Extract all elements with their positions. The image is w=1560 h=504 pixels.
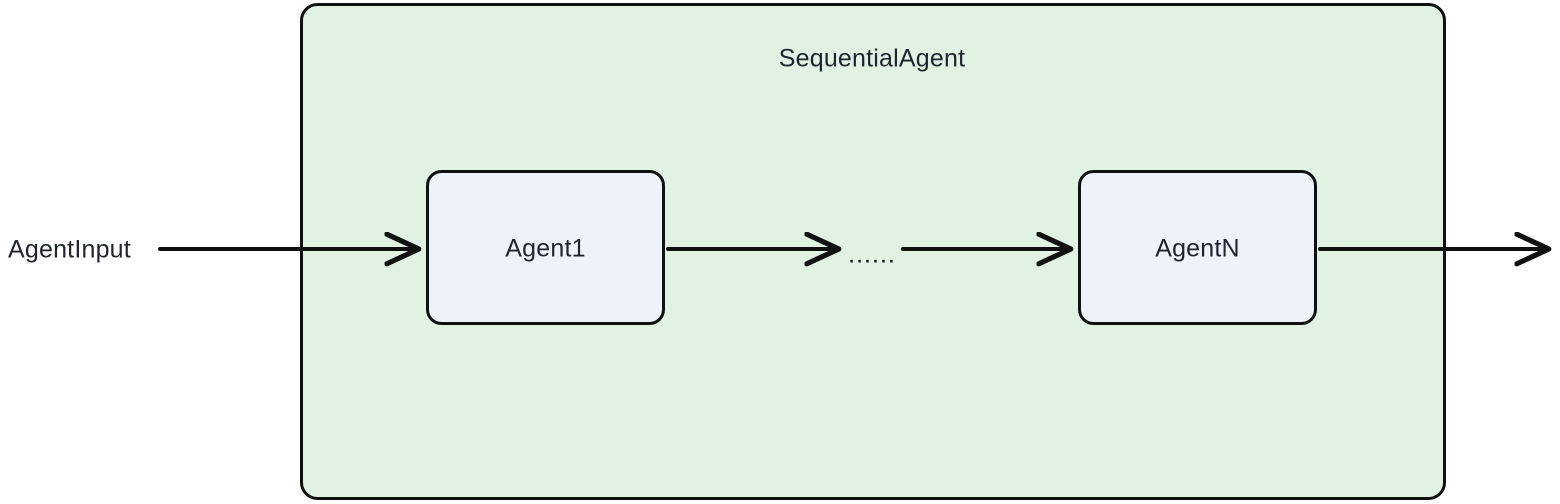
sequential-agent-group-title: SequentialAgent: [779, 45, 965, 73]
node-agent1-label: Agent1: [505, 235, 585, 263]
node-agent1-box[interactable]: [426, 170, 665, 325]
ellipsis-label: ......: [848, 241, 896, 269]
sequential-agent-group-container[interactable]: [300, 3, 1446, 500]
agent-input-label: AgentInput: [8, 236, 131, 264]
node-agentn-label: AgentN: [1155, 235, 1240, 263]
node-agentn-box[interactable]: [1078, 170, 1317, 325]
